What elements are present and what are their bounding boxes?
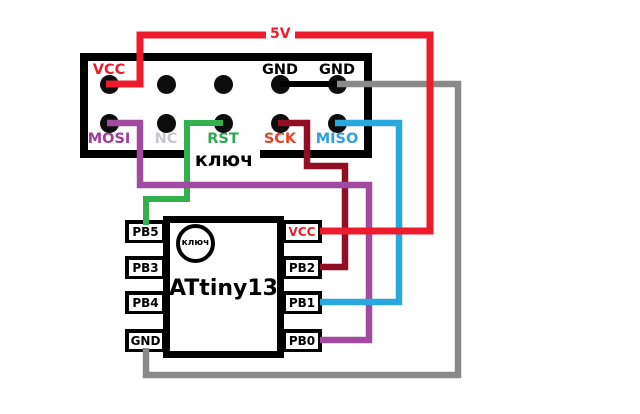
connector-label-nc: NC — [154, 131, 178, 147]
chip-name: ATtiny13 — [168, 276, 278, 301]
connector-pin-nc — [156, 113, 176, 133]
connector-pin-vcc — [99, 74, 119, 94]
chip-pin-label-vcc: VCC — [286, 223, 318, 240]
chip-pin-label-pb5: PB5 — [129, 223, 162, 240]
chip-pin-label-pb0: PB0 — [286, 332, 318, 349]
chip-pin-pb5: PB5 — [125, 220, 168, 243]
connector-pin-mosi — [99, 113, 119, 133]
connector-label-rst: RST — [207, 131, 239, 147]
chip-pin1-key-marker: ключ — [176, 224, 215, 263]
connector-pin-gnd-right — [327, 74, 347, 94]
chip-pin-pb0: PB0 — [280, 329, 322, 352]
chip-pin-label-pb4: PB4 — [129, 294, 162, 311]
chip-pin-gnd: GND — [125, 329, 168, 352]
connector-pin-rst — [213, 113, 233, 133]
connector-pin-gnd-left — [270, 74, 290, 94]
chip-pin-pb3: PB3 — [125, 256, 168, 279]
connector-label-mosi: MOSI — [87, 131, 131, 147]
connector-pin-top3 — [213, 74, 233, 94]
chip-pin-label-pb1: PB1 — [286, 294, 318, 311]
chip-pin-pb2: PB2 — [280, 256, 322, 279]
chip-pin-pb1: PB1 — [280, 291, 322, 314]
chip-pin-label-pb2: PB2 — [286, 259, 318, 276]
connector-label-sck: SCK — [263, 131, 297, 147]
connector-key-notch: ключ — [188, 149, 260, 173]
connector-pin-sck — [270, 113, 290, 133]
connector-label-miso: MISO — [315, 131, 359, 147]
connector-pin-miso — [327, 113, 347, 133]
chip-pin-vcc: VCC — [280, 220, 322, 243]
chip-pin-label-pb3: PB3 — [129, 259, 162, 276]
power-rail-label: 5V — [266, 26, 295, 43]
chip-pin-label-gnd: GND — [129, 332, 162, 349]
chip-pin-pb4: PB4 — [125, 291, 168, 314]
connector-pin-top2 — [156, 74, 176, 94]
